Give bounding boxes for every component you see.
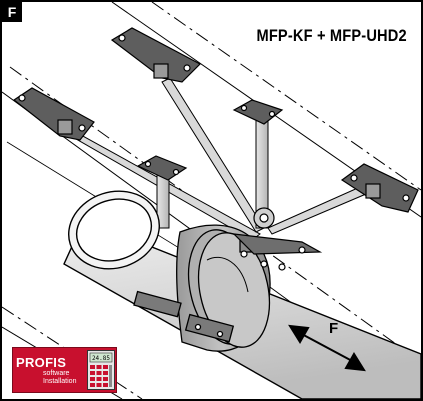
calculator-icon: 24.85 (87, 350, 115, 390)
figure-title: MFP-KF + MFP-UHD2 (256, 26, 407, 45)
bracket-2 (110, 27, 201, 83)
profis-software-badge[interactable]: PROFIS software Installation 24.85 (12, 347, 117, 393)
connector-hub (232, 207, 323, 271)
bracket-5 (340, 163, 419, 213)
profis-line-installation: Installation (43, 378, 77, 385)
bracket-1 (12, 87, 95, 141)
bracket-3 (232, 99, 284, 125)
profis-line-software: software (43, 370, 70, 377)
calculator-display: 24.85 (92, 355, 110, 362)
force-label: F (329, 320, 339, 337)
figure-tag: F (2, 2, 22, 22)
ceiling-brackets (12, 27, 419, 213)
force-arrow (288, 324, 366, 372)
bracket-4 (136, 155, 188, 181)
profis-brand: PROFIS (16, 355, 67, 370)
